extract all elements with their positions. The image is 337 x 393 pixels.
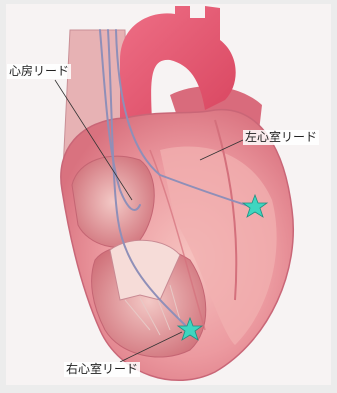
left-ventricular-lead-label: 左心室リード [243, 130, 319, 145]
atrial-lead-label: 心房リード [7, 64, 71, 79]
right-ventricular-lead-label: 右心室リード [64, 362, 140, 377]
